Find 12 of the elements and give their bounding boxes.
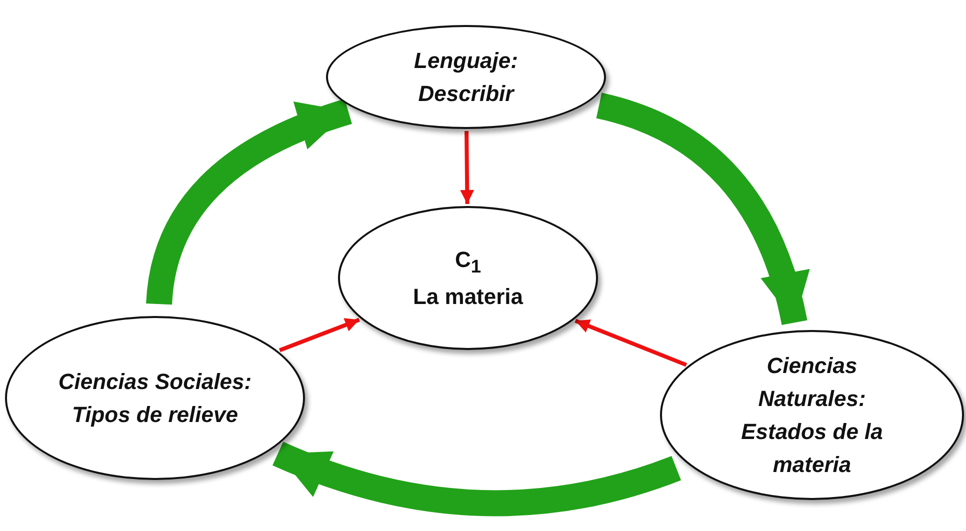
node-heading: Ciencias Naturales: xyxy=(757,352,867,413)
curved-arrow xyxy=(596,92,808,326)
arrow xyxy=(278,318,360,352)
node-heading: Lenguaje: xyxy=(414,47,518,75)
arrow xyxy=(574,318,688,367)
node-text: Describir xyxy=(418,80,514,108)
node-heading: Ciencias Sociales: xyxy=(58,368,252,396)
arrow xyxy=(460,130,474,204)
node-text: Tipos de relieve xyxy=(72,401,238,429)
node-heading: C$_{1}$ xyxy=(454,246,482,278)
node-text: Estados de la materia xyxy=(740,418,884,479)
node-text: La materia xyxy=(412,282,524,311)
